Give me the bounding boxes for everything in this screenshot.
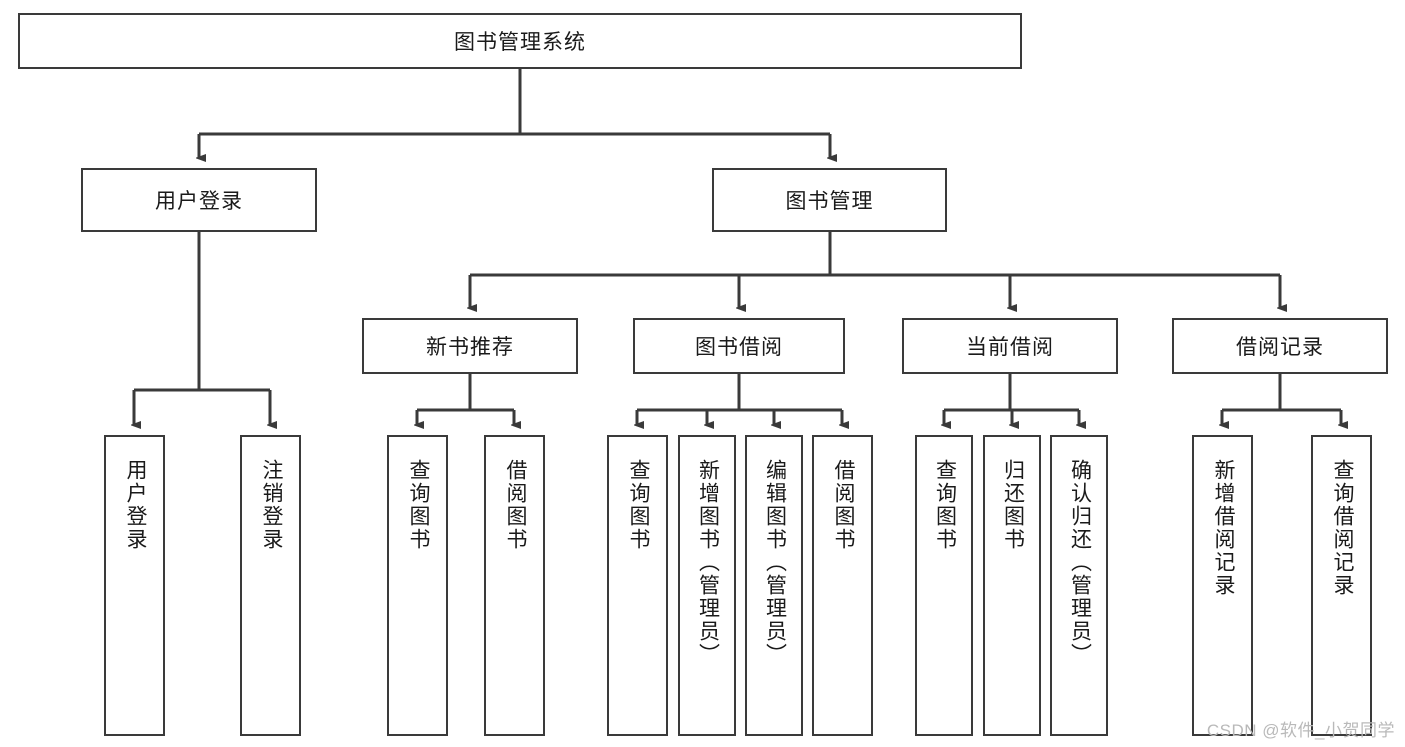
level1-node-book-manage[interactable]: 图书管理	[712, 168, 947, 232]
leaf-node-leaf-query-book-1[interactable]: 查询图书	[387, 435, 448, 736]
level2-node-borrow-record[interactable]: 借阅记录	[1172, 318, 1388, 374]
leaf-node-leaf-return-book[interactable]: 归还图书	[983, 435, 1041, 736]
level1-node-user-login[interactable]: 用户登录	[81, 168, 317, 232]
leaf-node-leaf-borrow-book-1[interactable]: 借阅图书	[484, 435, 545, 736]
node-label: 图书管理系统	[454, 31, 586, 54]
node-label: 确认归还（管理员）	[1068, 459, 1092, 666]
node-label: 新增图书（管理员）	[696, 459, 720, 666]
leaf-node-leaf-query-book-3[interactable]: 查询图书	[915, 435, 973, 736]
leaf-node-leaf-edit-book[interactable]: 编辑图书（管理员）	[745, 435, 803, 736]
leaf-node-leaf-user-login[interactable]: 用户登录	[104, 435, 165, 736]
node-label: 新书推荐	[426, 336, 514, 359]
node-label: 借阅记录	[1236, 336, 1324, 359]
node-label: 图书管理	[785, 190, 874, 213]
level2-node-new-book-recommend[interactable]: 新书推荐	[362, 318, 578, 374]
node-label: 编辑图书（管理员）	[763, 459, 787, 666]
leaf-node-leaf-user-logout[interactable]: 注销登录	[240, 435, 301, 736]
node-label: 借阅图书	[831, 459, 855, 551]
leaf-node-leaf-add-record[interactable]: 新增借阅记录	[1192, 435, 1253, 736]
node-label: 查询图书	[406, 459, 430, 551]
csdn-watermark: CSDN @软件_小贺同学	[1206, 721, 1395, 740]
node-label: 图书借阅	[695, 336, 783, 359]
level2-node-book-borrow[interactable]: 图书借阅	[633, 318, 845, 374]
node-label: 用户登录	[155, 190, 243, 213]
root-node-root[interactable]: 图书管理系统	[18, 13, 1022, 69]
node-label: 当前借阅	[966, 336, 1054, 359]
node-label: 注销登录	[259, 459, 283, 551]
leaf-node-leaf-borrow-book-2[interactable]: 借阅图书	[812, 435, 873, 736]
leaf-node-leaf-add-book[interactable]: 新增图书（管理员）	[678, 435, 736, 736]
node-label: 查询图书	[933, 459, 957, 551]
leaf-node-leaf-query-book-2[interactable]: 查询图书	[607, 435, 668, 736]
node-label: 查询借阅记录	[1330, 459, 1354, 597]
node-label: 查询图书	[626, 459, 650, 551]
level2-node-current-borrow[interactable]: 当前借阅	[902, 318, 1118, 374]
node-label: 归还图书	[1001, 459, 1025, 551]
node-label: 借阅图书	[503, 459, 527, 551]
leaf-node-leaf-confirm-return[interactable]: 确认归还（管理员）	[1050, 435, 1108, 736]
node-label: 用户登录	[123, 459, 147, 551]
leaf-node-leaf-query-record[interactable]: 查询借阅记录	[1311, 435, 1372, 736]
node-label: 新增借阅记录	[1211, 459, 1235, 597]
